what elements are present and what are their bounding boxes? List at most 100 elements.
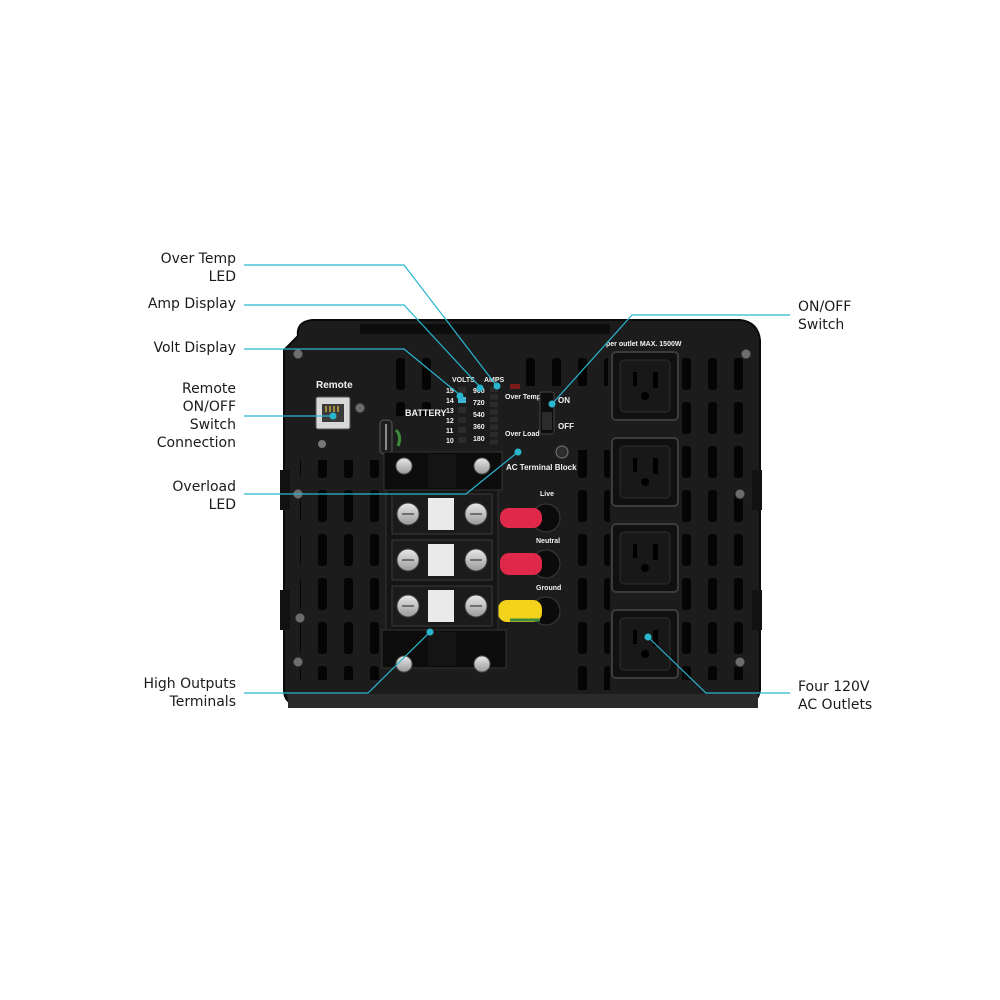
amps-scale-label: 900 xyxy=(473,388,485,395)
dc-terminal-block[interactable] xyxy=(381,451,507,673)
over-temp-led xyxy=(510,384,520,389)
callout-line: Volt Display xyxy=(153,340,237,356)
ground-wire xyxy=(498,600,542,622)
terminal-insulator xyxy=(428,498,454,530)
volt-led xyxy=(458,437,466,443)
over-load-label: Over Load xyxy=(505,431,540,438)
volt-led xyxy=(458,427,466,433)
leader-overload xyxy=(244,451,519,495)
volt-led xyxy=(458,407,466,413)
callout-on-off-switch: ON/OFF Switch xyxy=(798,298,851,334)
callout-line: Remote xyxy=(181,381,236,397)
callout-line: ON/OFF xyxy=(798,299,852,315)
callout-over-temp-led: Over Temp LED xyxy=(161,250,236,286)
vent-upper-left xyxy=(392,346,442,416)
over-temp-label: Over Temp xyxy=(505,394,541,401)
leader-volt-display xyxy=(244,348,461,396)
callout-line: LED xyxy=(208,497,236,513)
terminal-insulator xyxy=(428,590,454,622)
volt-led-bar xyxy=(458,387,466,443)
amps-scale-label: 180 xyxy=(473,436,485,443)
callout-line: High Outputs xyxy=(143,676,236,692)
remote-label: Remote xyxy=(316,380,353,391)
terminal-insulator xyxy=(428,544,454,576)
amps-scale-label: 360 xyxy=(473,424,485,431)
screw-icon xyxy=(318,440,326,448)
neutral-wire xyxy=(500,553,542,575)
amps-scale-label: 540 xyxy=(473,412,485,419)
side-brackets xyxy=(280,470,762,630)
amp-led-bar xyxy=(490,387,498,445)
ac-outlet[interactable] xyxy=(611,351,679,421)
amp-led xyxy=(490,387,498,392)
ac-outlets xyxy=(611,351,679,679)
remote-jack-pins xyxy=(325,406,339,412)
amp-led xyxy=(490,439,498,445)
outlet-max-label: per outlet MAX. 1500W xyxy=(606,341,682,348)
volts-scale-label: 13 xyxy=(446,408,454,415)
callout-high-outputs-terminals: High Outputs Terminals xyxy=(143,675,236,711)
battery-label: BATTERY xyxy=(405,408,447,418)
callout-line: ON/OFF xyxy=(182,399,236,415)
callout-line: Four 120V xyxy=(798,679,870,695)
leader-over-temp xyxy=(244,264,497,386)
amps-scale-label: 720 xyxy=(473,400,485,407)
volts-label: VOLTS xyxy=(452,377,475,384)
leader-amp-display xyxy=(244,304,481,388)
amp-led xyxy=(490,424,498,430)
base-plate xyxy=(288,694,758,708)
vent-mid xyxy=(565,450,610,690)
ac-outlet[interactable] xyxy=(611,609,679,679)
vent-top-mid xyxy=(518,346,608,386)
volt-led xyxy=(458,417,466,423)
switch-on-label: ON xyxy=(558,396,570,405)
callout-ac-outlets: Four 120V AC Outlets xyxy=(798,678,872,714)
callout-line: Switch xyxy=(798,317,845,333)
ac-outlet[interactable] xyxy=(611,523,679,593)
live-label: Live xyxy=(540,491,554,498)
volts-scale-label: 10 xyxy=(446,438,454,445)
ground-screw-icon xyxy=(555,445,569,459)
ac-outlet[interactable] xyxy=(611,437,679,507)
callout-line: Over Temp xyxy=(160,251,236,267)
amps-scale: 900 720 540 360 180 xyxy=(473,388,485,443)
neutral-label: Neutral xyxy=(536,538,560,545)
callout-line: AC Outlets xyxy=(798,697,873,713)
green-wire xyxy=(394,428,402,447)
leader-on-off xyxy=(551,314,790,405)
top-vents xyxy=(360,324,610,334)
callout-line: Switch xyxy=(189,417,236,433)
amp-led xyxy=(490,432,498,437)
switch-off-label: OFF xyxy=(558,422,574,431)
callout-line: Amp Display xyxy=(147,296,236,312)
amp-led xyxy=(490,402,498,407)
volts-scale-label: 12 xyxy=(446,418,454,425)
volt-led xyxy=(458,387,466,393)
callout-remote-connection: Remote ON/OFF Switch Connection xyxy=(157,380,236,452)
amp-led xyxy=(490,417,498,422)
live-wire xyxy=(500,508,542,528)
callout-volt-display: Volt Display xyxy=(154,339,237,357)
vent-right xyxy=(680,350,750,680)
volt-led xyxy=(458,397,466,403)
amps-label: AMPS xyxy=(484,377,505,384)
volts-scale: 15 14 13 12 11 10 xyxy=(446,388,454,445)
vent-left xyxy=(300,460,390,680)
ac-terminal-label: AC Terminal Block xyxy=(506,463,577,472)
callout-line: Overload xyxy=(172,479,236,495)
callout-overload-led: Overload LED xyxy=(172,478,236,514)
leader-high-outputs xyxy=(244,631,431,694)
amp-led xyxy=(490,394,498,400)
amp-led xyxy=(490,409,498,415)
callout-line: Terminals xyxy=(169,694,236,710)
callout-line: Connection xyxy=(156,435,236,451)
volts-scale-label: 11 xyxy=(446,428,454,435)
callout-leaders xyxy=(244,264,790,694)
callout-amp-display: Amp Display xyxy=(148,295,236,313)
volts-scale-label: 14 xyxy=(446,398,454,405)
leader-outlets xyxy=(647,636,790,694)
volts-scale-label: 15 xyxy=(446,388,454,395)
ground-label: Ground xyxy=(536,585,561,592)
